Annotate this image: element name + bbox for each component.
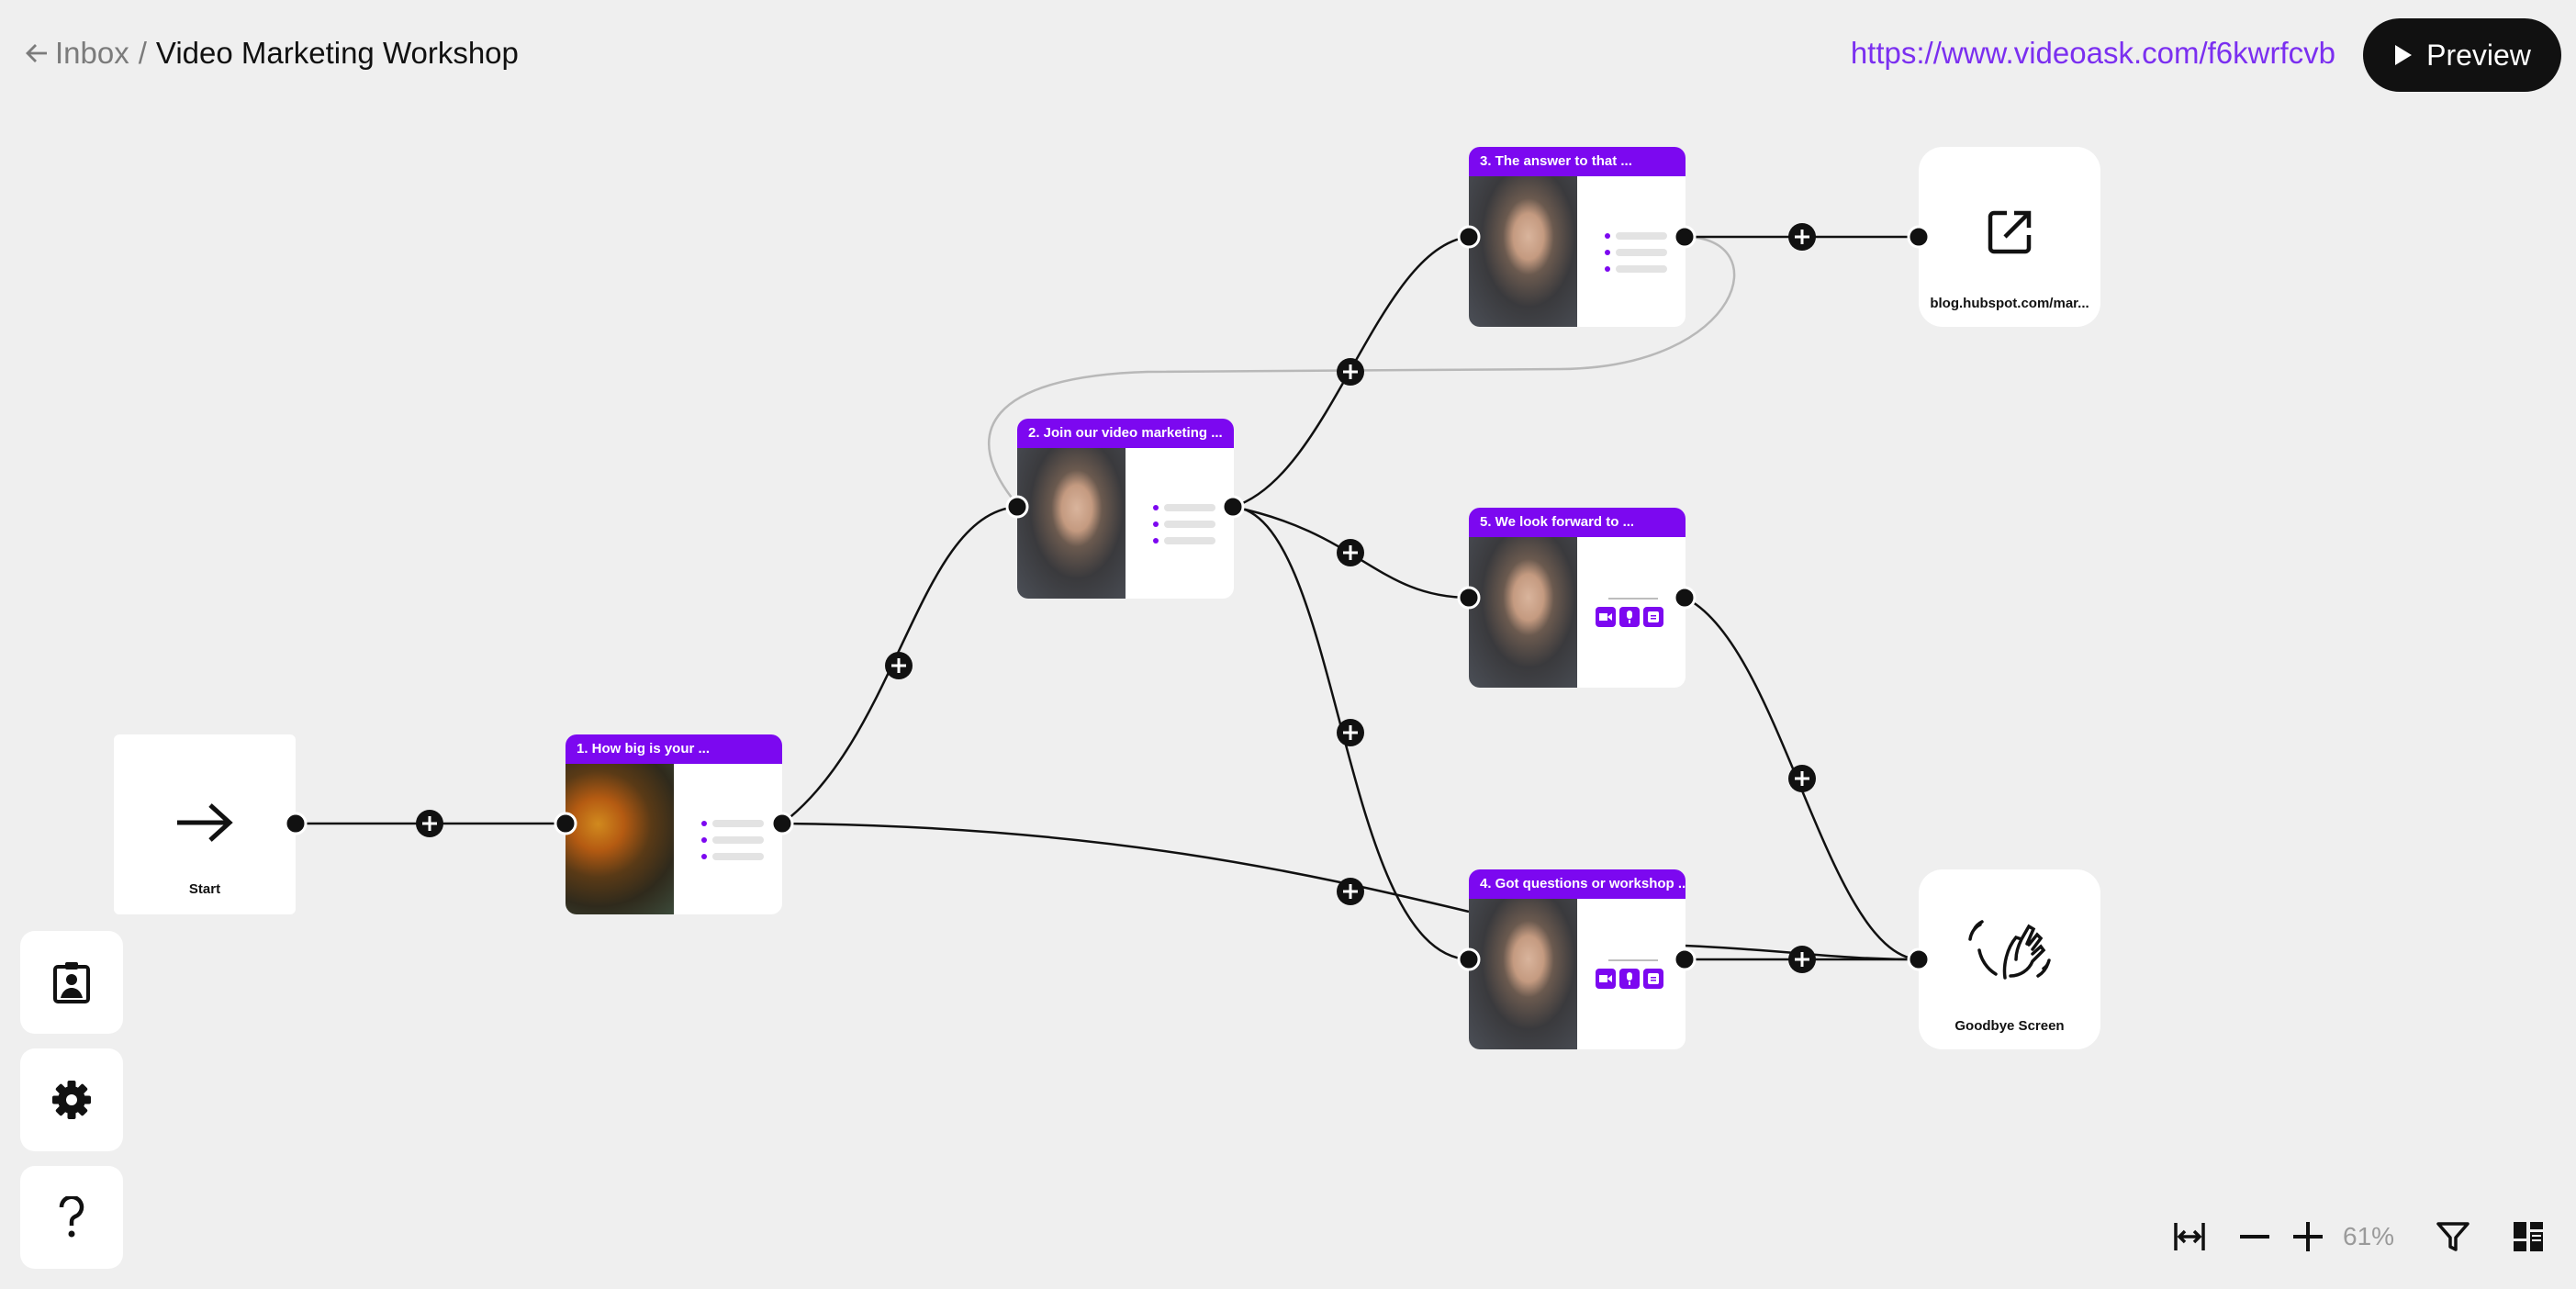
connection-q1-q2	[781, 505, 1018, 824]
add-step-button	[885, 652, 913, 679]
filter-button[interactable]	[2435, 1214, 2471, 1260]
question-node-1[interactable]: 1. How big is your ...	[566, 734, 782, 914]
goodbye-label: Goodbye Screen	[1954, 1018, 2065, 1034]
add-step-button	[1788, 223, 1816, 251]
add-step-button	[1788, 765, 1816, 792]
question-thumbnail	[1017, 448, 1126, 599]
connection-q5-goodbye	[1684, 596, 1920, 961]
goodbye-node[interactable]: Goodbye Screen	[1919, 869, 2100, 1049]
question-thumbnail	[1469, 176, 1577, 327]
connection-q1-q4	[781, 822, 1470, 914]
back-to-inbox-link[interactable]: Inbox	[26, 31, 129, 75]
add-step-button	[1337, 719, 1364, 746]
fit-width-icon	[2174, 1223, 2205, 1250]
video-icon	[1596, 969, 1616, 989]
share-url-link[interactable]: https://www.videoask.com/f6kwrfcvb	[1850, 36, 2335, 70]
contact-card-icon	[53, 962, 90, 1003]
question-title: 2. Join our video marketing ...	[1017, 419, 1234, 448]
question-title: 4. Got questions or workshop ...	[1469, 869, 1686, 899]
add-step-button	[1788, 946, 1816, 973]
choice-options-preview	[1605, 228, 1667, 277]
response-type-buttons	[1596, 607, 1663, 627]
add-step-button	[1337, 358, 1364, 386]
add-step-button	[1337, 878, 1364, 905]
response-type-buttons	[1596, 969, 1663, 989]
question-node-4[interactable]: 4. Got questions or workshop ...	[1469, 869, 1686, 1049]
start-node[interactable]: Start	[114, 734, 296, 914]
breadcrumb: Inbox / Video Marketing Workshop	[26, 31, 519, 75]
microphone-icon	[1619, 969, 1640, 989]
breadcrumb-separator: /	[138, 36, 147, 70]
settings-button[interactable]	[20, 1048, 123, 1151]
play-icon	[2395, 45, 2413, 65]
zoom-in-button[interactable]	[2290, 1214, 2326, 1260]
contacts-button[interactable]	[20, 931, 123, 1034]
redirect-label: blog.hubspot.com/mar...	[1930, 296, 2089, 311]
fit-to-screen-button[interactable]	[2168, 1214, 2211, 1260]
zoom-level: 61%	[2343, 1222, 2395, 1250]
text-icon	[1643, 969, 1663, 989]
start-label: Start	[188, 881, 221, 897]
question-node-2[interactable]: 2. Join our video marketing ...	[1017, 419, 1234, 599]
microphone-icon	[1619, 607, 1640, 627]
layout-toggle-button[interactable]	[2510, 1214, 2547, 1260]
help-button[interactable]	[20, 1166, 123, 1269]
waving-hand-icon	[1968, 920, 2051, 980]
grid-layout-icon	[2514, 1222, 2543, 1251]
add-step-button	[1337, 539, 1364, 566]
external-link-icon	[1988, 210, 2032, 254]
video-icon	[1596, 607, 1616, 627]
gear-icon	[52, 1081, 91, 1119]
question-title: 3. The answer to that ...	[1469, 147, 1686, 176]
preview-label: Preview	[2426, 38, 2531, 72]
choice-options-preview	[1153, 499, 1215, 549]
filter-icon	[2436, 1222, 2470, 1251]
preview-button[interactable]: Preview	[2363, 18, 2561, 92]
text-icon	[1643, 607, 1663, 627]
question-thumbnail	[1469, 899, 1577, 1049]
question-thumbnail	[1469, 537, 1577, 688]
question-node-3[interactable]: 3. The answer to that ...	[1469, 147, 1686, 327]
arrow-left-icon	[26, 44, 47, 62]
plus-icon	[2293, 1222, 2323, 1251]
connection-loop	[987, 235, 1736, 508]
minus-icon	[2240, 1235, 2269, 1239]
arrow-right-icon	[177, 803, 233, 842]
question-mark-icon	[59, 1196, 84, 1238]
question-node-5[interactable]: 5. We look forward to ...	[1469, 508, 1686, 688]
top-bar: Inbox / Video Marketing Workshop https:/…	[0, 0, 2576, 110]
page-title: Video Marketing Workshop	[155, 36, 519, 70]
back-label: Inbox	[55, 36, 129, 70]
question-thumbnail	[566, 764, 674, 914]
add-step-buttons	[416, 223, 1816, 973]
question-title: 5. We look forward to ...	[1469, 508, 1686, 537]
add-step-button	[416, 810, 443, 837]
zoom-out-button[interactable]	[2236, 1214, 2273, 1260]
choice-options-preview	[701, 815, 764, 865]
connection-q2-q5	[1232, 505, 1470, 600]
question-title: 1. How big is your ...	[566, 734, 782, 764]
redirect-node[interactable]: blog.hubspot.com/mar...	[1919, 147, 2100, 327]
